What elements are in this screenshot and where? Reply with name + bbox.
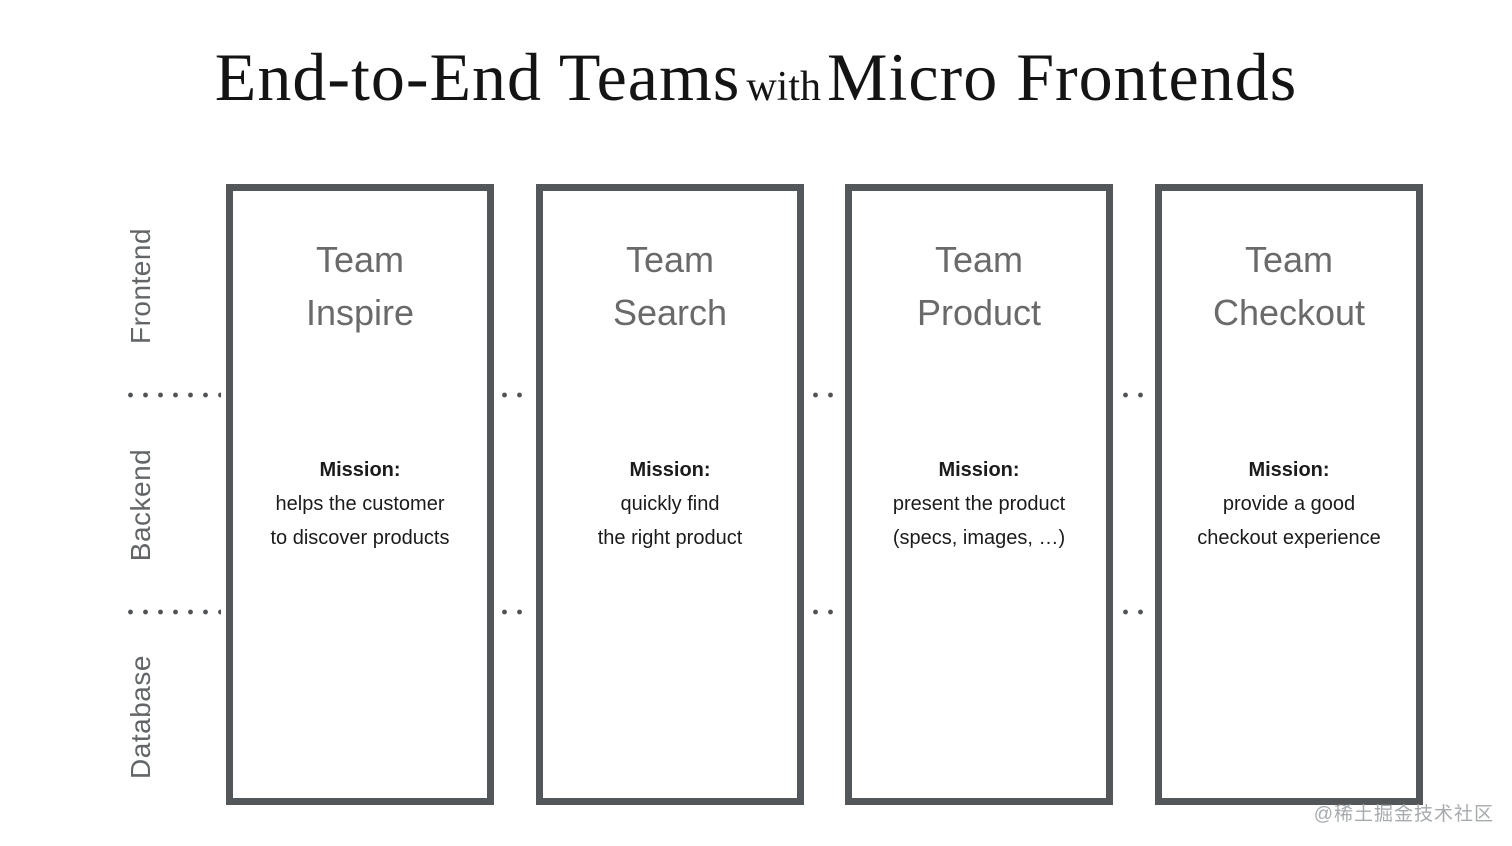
team-box-product: Team Product Mission: present the produc… [845,184,1113,805]
layer-label-backend: Backend [125,448,156,562]
team-box-checkout: Team Checkout Mission: provide a good ch… [1155,184,1423,805]
team-name: Team Search [543,233,797,339]
team-name-line1: Team [315,239,405,280]
title-main-left: End-to-End Teams [214,39,741,115]
team-name-line2: Search [612,292,728,333]
mission-line: present the product [892,493,1066,515]
mission-label: Mission: [938,459,1020,481]
team-name: Team Inspire [233,233,487,339]
team-name-line2: Product [916,292,1042,333]
team-name: Team Checkout [1162,233,1416,339]
mission-line: checkout experience [1197,527,1381,549]
dotted-separator [495,392,532,398]
mission-line: provide a good [1222,493,1356,515]
dotted-separator [1116,609,1153,615]
team-name-line1: Team [1244,239,1334,280]
dotted-separator [806,392,843,398]
team-name: Team Product [852,233,1106,339]
mission-label: Mission: [319,459,401,481]
dotted-separator [495,609,532,615]
team-name-line1: Team [625,239,715,280]
dotted-separator [1116,392,1153,398]
title-main-right: Micro Frontends [827,39,1298,115]
mission-line: (specs, images, …) [892,527,1066,549]
dotted-separator [121,609,221,615]
layer-label-database: Database [125,655,156,779]
mission-label: Mission: [1248,459,1330,481]
mission-line: the right product [597,527,743,549]
team-mission: Mission: provide a good checkout experie… [1162,453,1416,555]
dotted-separator [806,609,843,615]
team-mission: Mission: quickly find the right product [543,453,797,555]
watermark: @稀土掘金技术社区 [1313,804,1494,825]
layer-label-frontend: Frontend [125,227,156,345]
team-box-search: Team Search Mission: quickly find the ri… [536,184,804,805]
mission-line: quickly find [620,493,720,515]
mission-line: helps the customer [275,493,445,515]
team-name-line2: Inspire [305,292,415,333]
team-name-line2: Checkout [1212,292,1366,333]
team-box-inspire: Team Inspire Mission: helps the customer… [226,184,494,805]
title-connector: with [746,64,822,110]
mission-line: to discover products [270,527,450,549]
dotted-separator [121,392,221,398]
mission-label: Mission: [629,459,711,481]
team-mission: Mission: helps the customer to discover … [233,453,487,555]
team-name-line1: Team [934,239,1024,280]
team-mission: Mission: present the product (specs, ima… [852,453,1106,555]
